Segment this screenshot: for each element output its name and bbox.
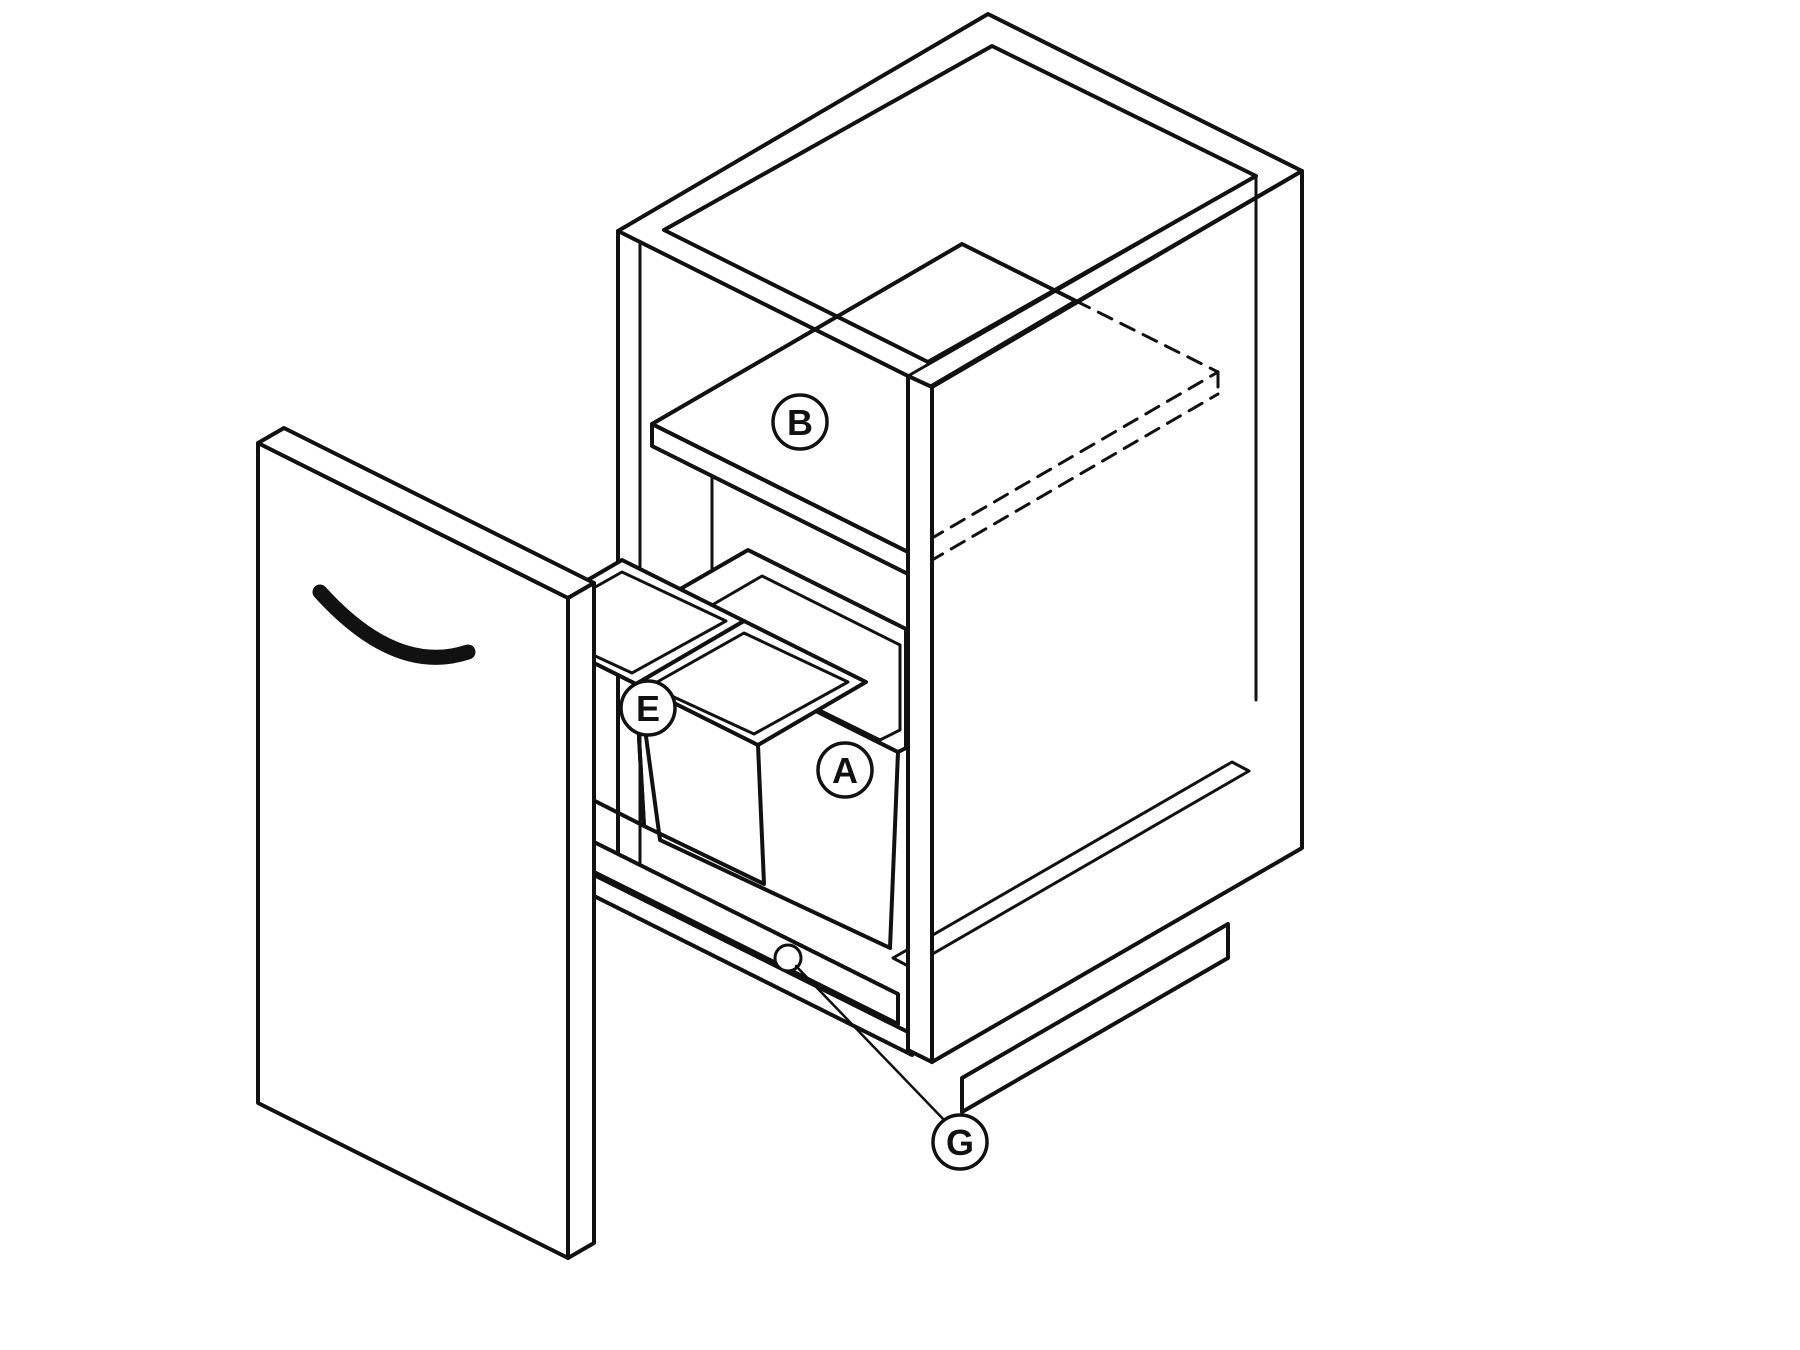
leader-line-g (794, 964, 948, 1124)
label-b-circle (771, 393, 829, 451)
cabinet-right-front-edge (906, 374, 934, 1064)
label-e-text: E (636, 688, 660, 729)
label-a-text: A (832, 750, 858, 791)
label-b: B (771, 393, 829, 451)
cabinet-carcass (616, 12, 1304, 1064)
door-right-edge (566, 581, 596, 1260)
label-b-text: B (787, 402, 813, 443)
label-g: G (931, 1113, 989, 1171)
label-e-circle (619, 679, 677, 737)
floor-runner-rail (891, 760, 1251, 969)
pullout-platform-lower-band (546, 850, 914, 1057)
pullout-unit (512, 476, 914, 1057)
cabinet-right-inner-top-edge (906, 174, 1258, 378)
cover-shelf (650, 242, 1220, 576)
small-bin-2-rim-inner (648, 631, 850, 736)
callouts: B E A G (619, 393, 989, 1171)
label-g-circle (931, 1113, 989, 1171)
label-e: E (619, 679, 677, 737)
cover-shelf-hidden-back-edge (1074, 299, 1220, 374)
small-bin-2-rim (634, 619, 868, 747)
label-a-circle (816, 741, 874, 799)
roller (773, 943, 803, 973)
cover-shelf-hidden-edge-top (906, 370, 1220, 554)
door-handle (312, 584, 476, 665)
cabinet-top-inner-rim (662, 44, 1258, 364)
label-g-text: G (946, 1122, 974, 1163)
door-panel (256, 426, 596, 1260)
label-a: A (816, 741, 874, 799)
cabinet-plinth (960, 922, 1230, 1114)
cover-shelf-front-edge (650, 422, 910, 576)
cover-shelf-hidden-edge-bottom (906, 392, 1220, 576)
